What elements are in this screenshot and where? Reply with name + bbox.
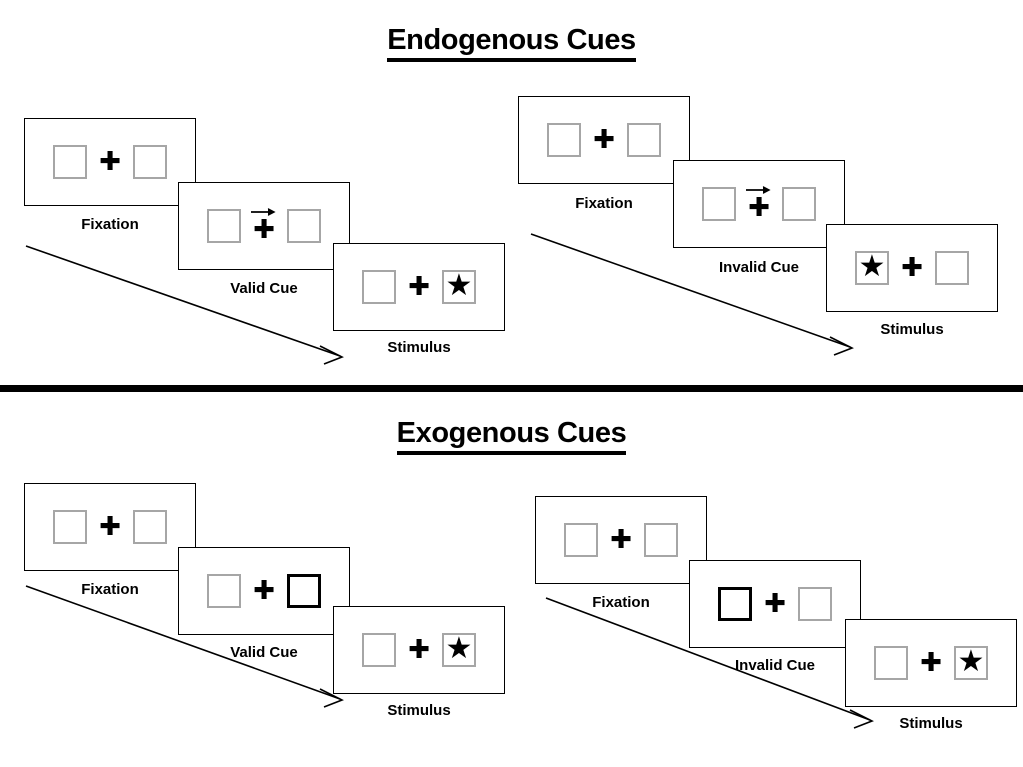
right-box	[798, 587, 832, 621]
trial-frame-stimulus[interactable]: ✚ ★	[333, 606, 505, 694]
frame-content: ✚	[53, 507, 167, 547]
star-stimulus-icon: ★	[445, 269, 473, 302]
right-box: ★	[954, 646, 988, 680]
frame-caption-stimulus: Stimulus	[880, 321, 944, 338]
section-title-exogenous-text: Exogenous Cues	[396, 417, 627, 455]
trial-frame-valid-cue[interactable]: ✚	[178, 547, 350, 635]
frame-caption-stimulus: Stimulus	[387, 339, 451, 356]
right-box	[287, 209, 321, 243]
time-arrow-exogenous-valid	[25, 585, 344, 708]
left-box	[207, 209, 241, 243]
left-box	[53, 510, 87, 544]
fixation-cross-icon: ✚	[901, 253, 923, 283]
left-box	[53, 145, 87, 179]
frame-content: ✚	[207, 571, 321, 611]
frame-content: ✚	[564, 520, 678, 560]
trial-frame-stimulus[interactable]: ★ ✚	[826, 224, 998, 312]
left-box: ★	[855, 251, 889, 285]
frame-caption-valid-cue: Valid Cue	[230, 644, 298, 661]
frame-caption-stimulus: Stimulus	[387, 702, 451, 719]
fixation-cross-icon: ✚	[253, 214, 275, 245]
fixation-cross-icon: ✚	[920, 648, 942, 678]
arrow-right-cue-icon	[746, 186, 771, 194]
fixation-cross-icon: ✚	[408, 272, 430, 302]
frame-content: ✚ ★	[874, 643, 988, 683]
fixation-center: ✚	[598, 520, 644, 560]
frame-caption-invalid-cue: Invalid Cue	[734, 657, 816, 674]
trial-frame-stimulus[interactable]: ✚ ★	[845, 619, 1017, 707]
right-box-cued	[287, 574, 321, 608]
right-box	[935, 251, 969, 285]
time-arrow-exogenous-invalid	[545, 597, 874, 729]
right-box	[627, 123, 661, 157]
right-box	[644, 523, 678, 557]
fixation-center: ✚	[752, 584, 798, 624]
left-box	[362, 270, 396, 304]
fixation-cross-icon: ✚	[99, 147, 121, 177]
arrow-right-cue-icon	[251, 208, 276, 216]
fixation-cross-icon: ✚	[408, 635, 430, 665]
section-title-endogenous: Endogenous Cues	[0, 24, 1023, 62]
frame-content: ✚	[547, 120, 661, 160]
left-box	[874, 646, 908, 680]
frame-caption-valid-cue: Valid Cue	[230, 280, 298, 297]
time-arrow-endogenous-invalid	[530, 233, 854, 356]
frame-caption-fixation: Fixation	[575, 195, 633, 212]
left-box	[702, 187, 736, 221]
fixation-center: ✚	[889, 248, 935, 288]
fixation-cross-icon: ✚	[610, 525, 632, 555]
frame-content: ✚	[207, 206, 321, 246]
left-box	[564, 523, 598, 557]
fixation-center: ✚	[396, 630, 442, 670]
section-title-exogenous: Exogenous Cues	[0, 417, 1023, 455]
fixation-cross-icon: ✚	[253, 576, 275, 606]
left-box	[547, 123, 581, 157]
frame-caption-fixation: Fixation	[81, 216, 139, 233]
star-stimulus-icon: ★	[445, 632, 473, 665]
fixation-center: ✚	[908, 643, 954, 683]
fixation-cross-icon: ✚	[764, 589, 786, 619]
left-box-cued	[718, 587, 752, 621]
frame-caption-fixation: Fixation	[81, 581, 139, 598]
trial-frame-invalid-cue[interactable]: ✚	[689, 560, 861, 648]
frame-caption-stimulus: Stimulus	[899, 715, 963, 732]
frame-content: ★ ✚	[855, 248, 969, 288]
left-box	[207, 574, 241, 608]
fixation-cross-icon: ✚	[99, 512, 121, 542]
fixation-center: ✚	[736, 184, 782, 224]
trial-frame-fixation[interactable]: ✚	[24, 118, 196, 206]
right-box	[133, 510, 167, 544]
fixation-center: ✚	[241, 206, 287, 246]
trial-frame-fixation[interactable]: ✚	[24, 483, 196, 571]
trial-frame-invalid-cue[interactable]: ✚	[673, 160, 845, 248]
fixation-center: ✚	[581, 120, 627, 160]
right-box	[782, 187, 816, 221]
frame-content: ✚	[53, 142, 167, 182]
frame-caption-fixation: Fixation	[592, 594, 650, 611]
fixation-cross-icon: ✚	[748, 192, 770, 223]
trial-frame-fixation[interactable]: ✚	[535, 496, 707, 584]
fixation-center: ✚	[241, 571, 287, 611]
section-divider	[0, 385, 1023, 392]
frame-content: ✚	[718, 584, 832, 624]
frame-content: ✚ ★	[362, 267, 476, 307]
trial-frame-fixation[interactable]: ✚	[518, 96, 690, 184]
right-box	[133, 145, 167, 179]
trial-frame-valid-cue[interactable]: ✚	[178, 182, 350, 270]
fixation-center: ✚	[396, 267, 442, 307]
right-box: ★	[442, 270, 476, 304]
time-arrow-endogenous-valid	[25, 245, 344, 365]
right-box: ★	[442, 633, 476, 667]
section-title-endogenous-text: Endogenous Cues	[387, 24, 636, 62]
fixation-cross-icon: ✚	[593, 125, 615, 155]
frame-caption-invalid-cue: Invalid Cue	[718, 259, 800, 276]
frame-content: ✚ ★	[362, 630, 476, 670]
fixation-center: ✚	[87, 507, 133, 547]
frame-content: ✚	[702, 184, 816, 224]
star-stimulus-icon: ★	[957, 645, 985, 678]
trial-frame-stimulus[interactable]: ✚ ★	[333, 243, 505, 331]
star-stimulus-icon: ★	[858, 250, 886, 283]
fixation-center: ✚	[87, 142, 133, 182]
left-box	[362, 633, 396, 667]
